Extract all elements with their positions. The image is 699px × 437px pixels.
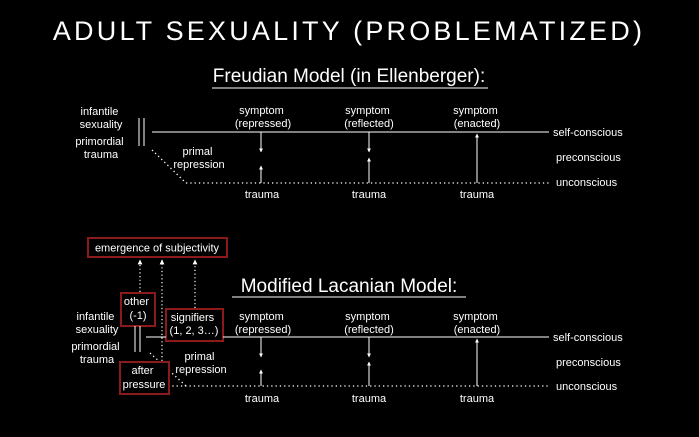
other-label: other (-1) xyxy=(124,296,152,322)
freudian-primal-repression: primal repression xyxy=(173,146,224,171)
lacanian-symptom-reflected: symptom (reflected) xyxy=(344,311,394,336)
lacanian-primordial-trauma: primordial trauma xyxy=(71,341,122,366)
lacanian-symptom-enacted: symptom (enacted) xyxy=(453,311,501,336)
freudian-infantile-sexuality: infantile sexuality xyxy=(80,106,123,131)
lacanian-model: emergence of subjectivity Modified Lacan… xyxy=(71,237,623,405)
freudian-trauma-3: trauma xyxy=(460,189,495,201)
lacanian-symptom-repressed: symptom (repressed) xyxy=(235,311,291,336)
after-pressure-label: after pressure xyxy=(123,365,166,391)
lacanian-infantile-sexuality: infantile sexuality xyxy=(76,311,119,336)
emergence-label: emergence of subjectivity xyxy=(95,243,220,255)
slide-title: ADULT SEXUALITY (PROBLEMATIZED) xyxy=(53,16,645,46)
other-box xyxy=(120,292,156,327)
after-pressure-box xyxy=(119,361,170,395)
freudian-trauma-2: trauma xyxy=(352,189,387,201)
lacanian-heading: Modified Lacanian Model: xyxy=(241,276,458,297)
freudian-primordial-trauma: primordial trauma xyxy=(75,136,126,161)
signifiers-label: signifiers (1, 2, 3…) xyxy=(170,312,219,337)
freudian-symptom-enacted: symptom (enacted) xyxy=(453,105,501,130)
lacanian-level-preconscious: preconscious xyxy=(556,357,621,369)
lacanian-trauma-1: trauma xyxy=(245,393,280,405)
lacanian-level-self-conscious: self-conscious xyxy=(553,332,623,344)
freudian-trauma-1: trauma xyxy=(245,189,280,201)
lacanian-trauma-2: trauma xyxy=(352,393,387,405)
freudian-level-self-conscious: self-conscious xyxy=(553,127,623,139)
lacanian-primal-repression: primal repression xyxy=(175,351,226,376)
emergence-box xyxy=(87,237,228,258)
freudian-symptom-reflected: symptom (reflected) xyxy=(344,105,394,130)
signifiers-box xyxy=(165,308,224,342)
freudian-diagonal-dotted xyxy=(151,149,187,184)
freudian-model: Freudian Model (in Ellenberger): infanti… xyxy=(75,66,623,201)
freudian-level-preconscious: preconscious xyxy=(556,152,621,164)
freudian-symptom-repressed: symptom (repressed) xyxy=(235,105,291,130)
freudian-level-unconscious: unconscious xyxy=(556,177,618,189)
lacanian-level-unconscious: unconscious xyxy=(556,381,618,393)
freudian-heading: Freudian Model (in Ellenberger): xyxy=(213,66,485,87)
lacanian-trauma-3: trauma xyxy=(460,393,495,405)
